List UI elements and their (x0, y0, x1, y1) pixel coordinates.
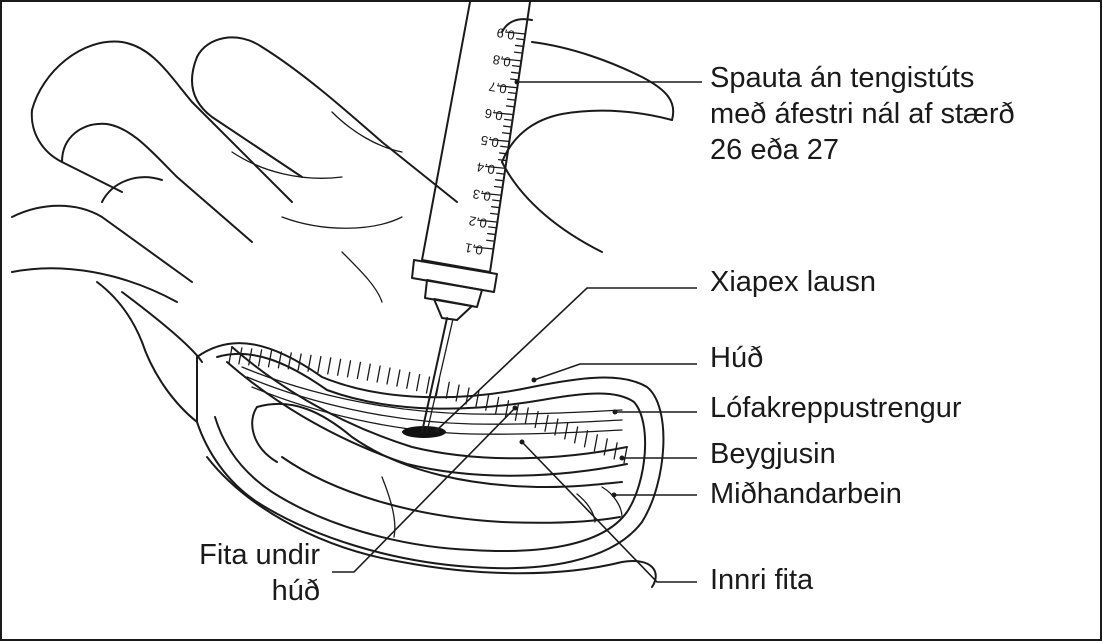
scale-label: 0.1 (464, 240, 484, 258)
label-syringe-line-2: með áfestri nál af stærð (710, 96, 1015, 132)
tendon-rib (397, 370, 400, 386)
label-subcutaneous-fat-line-1: Fita undir (170, 537, 320, 573)
tendon-rib (456, 385, 459, 401)
scale-minor-tick (496, 180, 504, 181)
tendon-rib (624, 447, 627, 463)
label-skin: Húð (710, 340, 763, 376)
tendon-rib (575, 427, 578, 443)
tendon-rib (377, 366, 380, 382)
scale-label: 0.6 (484, 106, 504, 124)
tendon-rib (565, 423, 568, 439)
scale-minor-tick (512, 72, 520, 73)
scale-minor-tick (495, 187, 503, 188)
scale-minor-tick (508, 99, 516, 100)
scale-minor-tick (509, 92, 517, 93)
leader-lines (332, 80, 702, 583)
tendon-rib (604, 439, 607, 455)
scale-label: 0.3 (472, 186, 492, 204)
scale-minor-tick (491, 213, 499, 214)
label-syringe-line-1: Spauta án tengistúts (710, 60, 1015, 96)
label-subcutaneous-fat: Fita undir húð (170, 537, 320, 609)
label-syringe: Spauta án tengistúts með áfestri nál af … (710, 60, 1015, 168)
label-solution: Xiapex lausn (710, 264, 876, 300)
tendon-rib (594, 435, 597, 451)
scale-minor-tick (499, 160, 507, 161)
scale-minor-tick (513, 66, 521, 67)
scale-minor-tick (503, 133, 511, 134)
scale-label: 0.8 (491, 52, 511, 70)
label-cord: Lófakreppustrengur (710, 390, 962, 426)
tendon-rib (357, 362, 360, 378)
scale-minor-tick (504, 126, 512, 127)
label-tendon: Beygjusin (710, 436, 836, 472)
tendon-rib (427, 377, 430, 393)
scale-minor-tick (488, 234, 496, 235)
hand-outline (12, 19, 673, 362)
scale-label: 0.4 (476, 159, 496, 177)
scale-minor-tick (517, 39, 525, 40)
scale-minor-tick (493, 200, 501, 201)
label-subcutaneous-fat-line-2: húð (170, 573, 320, 609)
syringe: 0.1 0.2 0.3 0.4 0.5 0.6 0.7 0.8 0.9 (412, 2, 530, 432)
scale-minor-tick (507, 106, 515, 107)
scale-minor-tick (516, 45, 524, 46)
label-syringe-line-3: 26 eða 27 (710, 132, 1015, 168)
scale-minor-tick (487, 240, 495, 241)
leader-inner-fat (522, 442, 697, 582)
tendon-rib (278, 352, 281, 368)
tendon-rib (585, 431, 588, 447)
tendon-rib (614, 443, 617, 459)
label-inner-fat: Innri fita (710, 562, 813, 598)
tendon-rib (348, 361, 351, 377)
tendon-rib (446, 382, 449, 398)
scale-minor-tick (492, 207, 500, 208)
scale-label: 0.9 (495, 25, 515, 43)
scale-minor-tick (505, 119, 513, 120)
tendon-rib (318, 357, 321, 373)
tendon-rib (367, 364, 370, 380)
scale-minor-tick (515, 52, 523, 53)
scale-label: 0.7 (488, 79, 508, 97)
tendon-rib (338, 359, 341, 375)
label-bone: Miðhandarbein (710, 476, 902, 512)
tendon-rib (328, 358, 331, 374)
scale-label: 0.5 (480, 133, 500, 151)
tendon-rib (417, 375, 420, 391)
tendon-rib (259, 350, 262, 366)
tendon-rib (525, 408, 528, 424)
tendon-rib (407, 372, 410, 388)
scale-minor-tick (489, 227, 497, 228)
scale-minor-tick (501, 146, 509, 147)
tendon-rib (387, 368, 390, 384)
scale-minor-tick (497, 173, 505, 174)
scale-label: 0.2 (468, 213, 488, 231)
